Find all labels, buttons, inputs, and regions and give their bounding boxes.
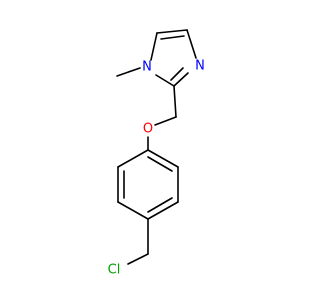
atom-n-ring: N (195, 59, 205, 74)
bond-n1-c5 (150, 32, 158, 61)
imidazole-ring (150, 29, 197, 87)
atom-n-methyl: N (142, 60, 152, 75)
bond-n3-c2-inner (170, 67, 184, 81)
atom-chlorine: Cl (108, 263, 121, 278)
bond-ar6-ar1 (147, 149, 179, 168)
bond-ch2-o (154, 116, 177, 126)
bond-ar4-ar5-inner (147, 197, 173, 213)
bond-c5-c4-inner (160, 35, 185, 40)
bond-c2-n1 (155, 74, 175, 87)
bond-c2-ch2 (173, 85, 177, 118)
bond-c4-n3 (186, 29, 197, 59)
bond-ar3-ar4 (117, 201, 149, 220)
bond-ar4-ar5 (147, 201, 179, 220)
bond-n1-methyl (116, 67, 141, 77)
structure-diagram: N N O Cl (108, 29, 205, 278)
bond-ar1-ar2 (117, 149, 149, 168)
bond-ch2-cl (127, 253, 149, 265)
bond-n3-c2-outer (173, 72, 189, 87)
benzene-ring (117, 149, 179, 220)
atom-oxygen: O (143, 122, 153, 137)
bond-c5-c4-outer (156, 29, 188, 34)
bond-ar6-ar1-inner (147, 156, 173, 172)
